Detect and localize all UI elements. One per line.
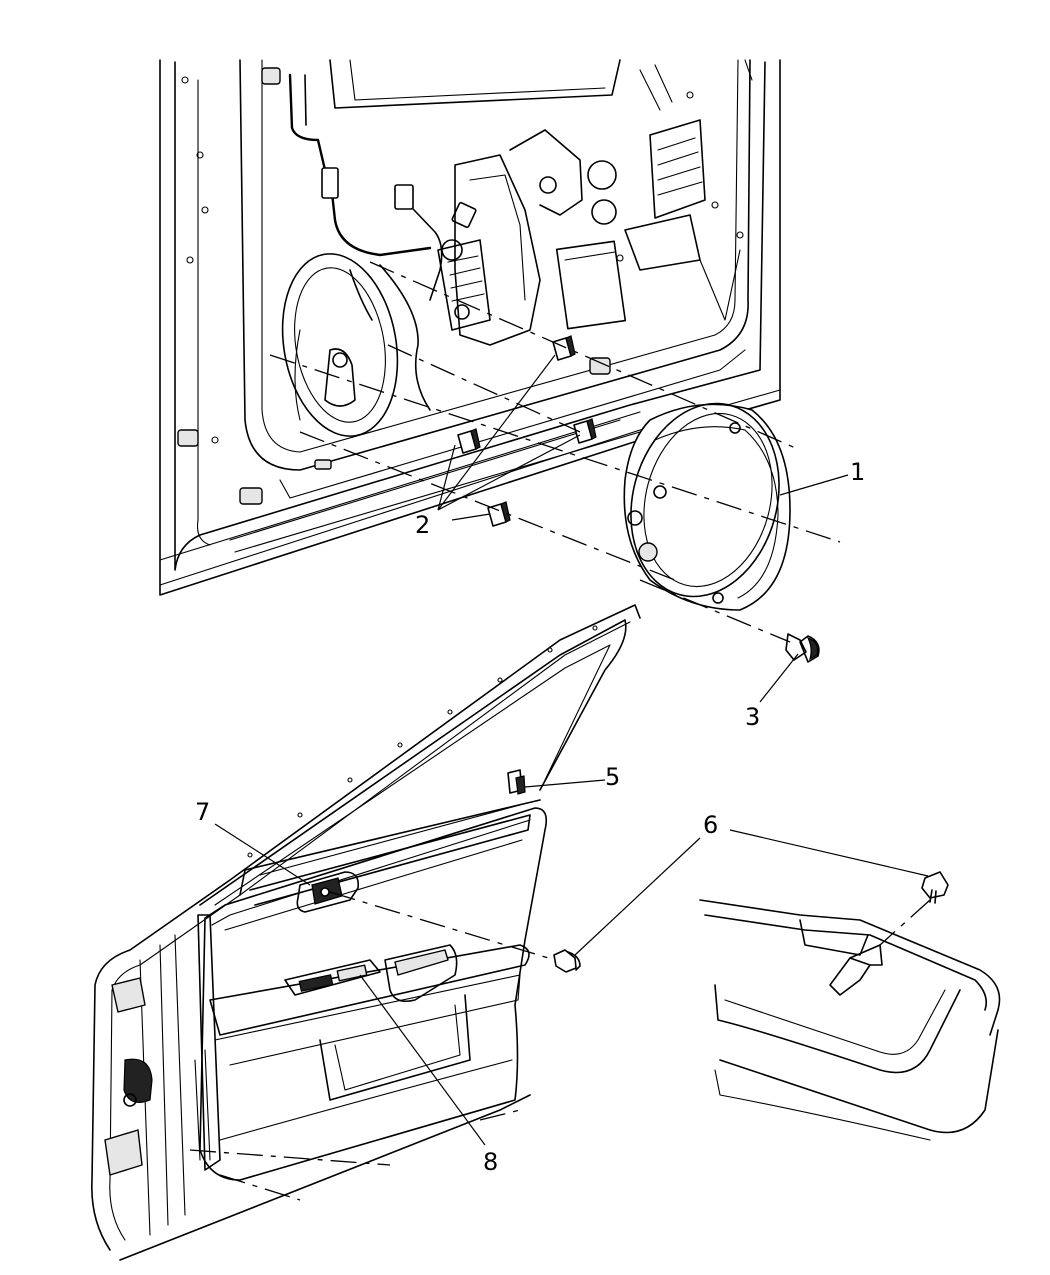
door-speaker [623,402,791,611]
callout-7: 7 [195,798,210,826]
trim-screw-lower [553,949,581,973]
door-latch-area [624,119,741,321]
callout-6: 6 [703,811,718,839]
inner-door-frame [159,59,781,596]
speaker-screw [785,633,820,663]
leader-lines [214,354,929,1146]
door-trim-panel [91,604,641,1261]
speaker-clips [457,335,597,527]
callout-labels: 1 2 3 5 6 7 8 [195,458,865,1176]
alignment-lines-lower [189,891,556,1201]
wiring-harness [288,73,477,411]
callout-2: 2 [415,511,430,539]
speaker-mount-opening [281,253,399,437]
callout-8: 8 [483,1148,498,1176]
trim-detail-view [699,871,1001,1141]
callout-5: 5 [605,763,620,791]
window-regulator [437,129,627,346]
callout-1: 1 [850,458,865,486]
callout-3: 3 [745,703,760,731]
